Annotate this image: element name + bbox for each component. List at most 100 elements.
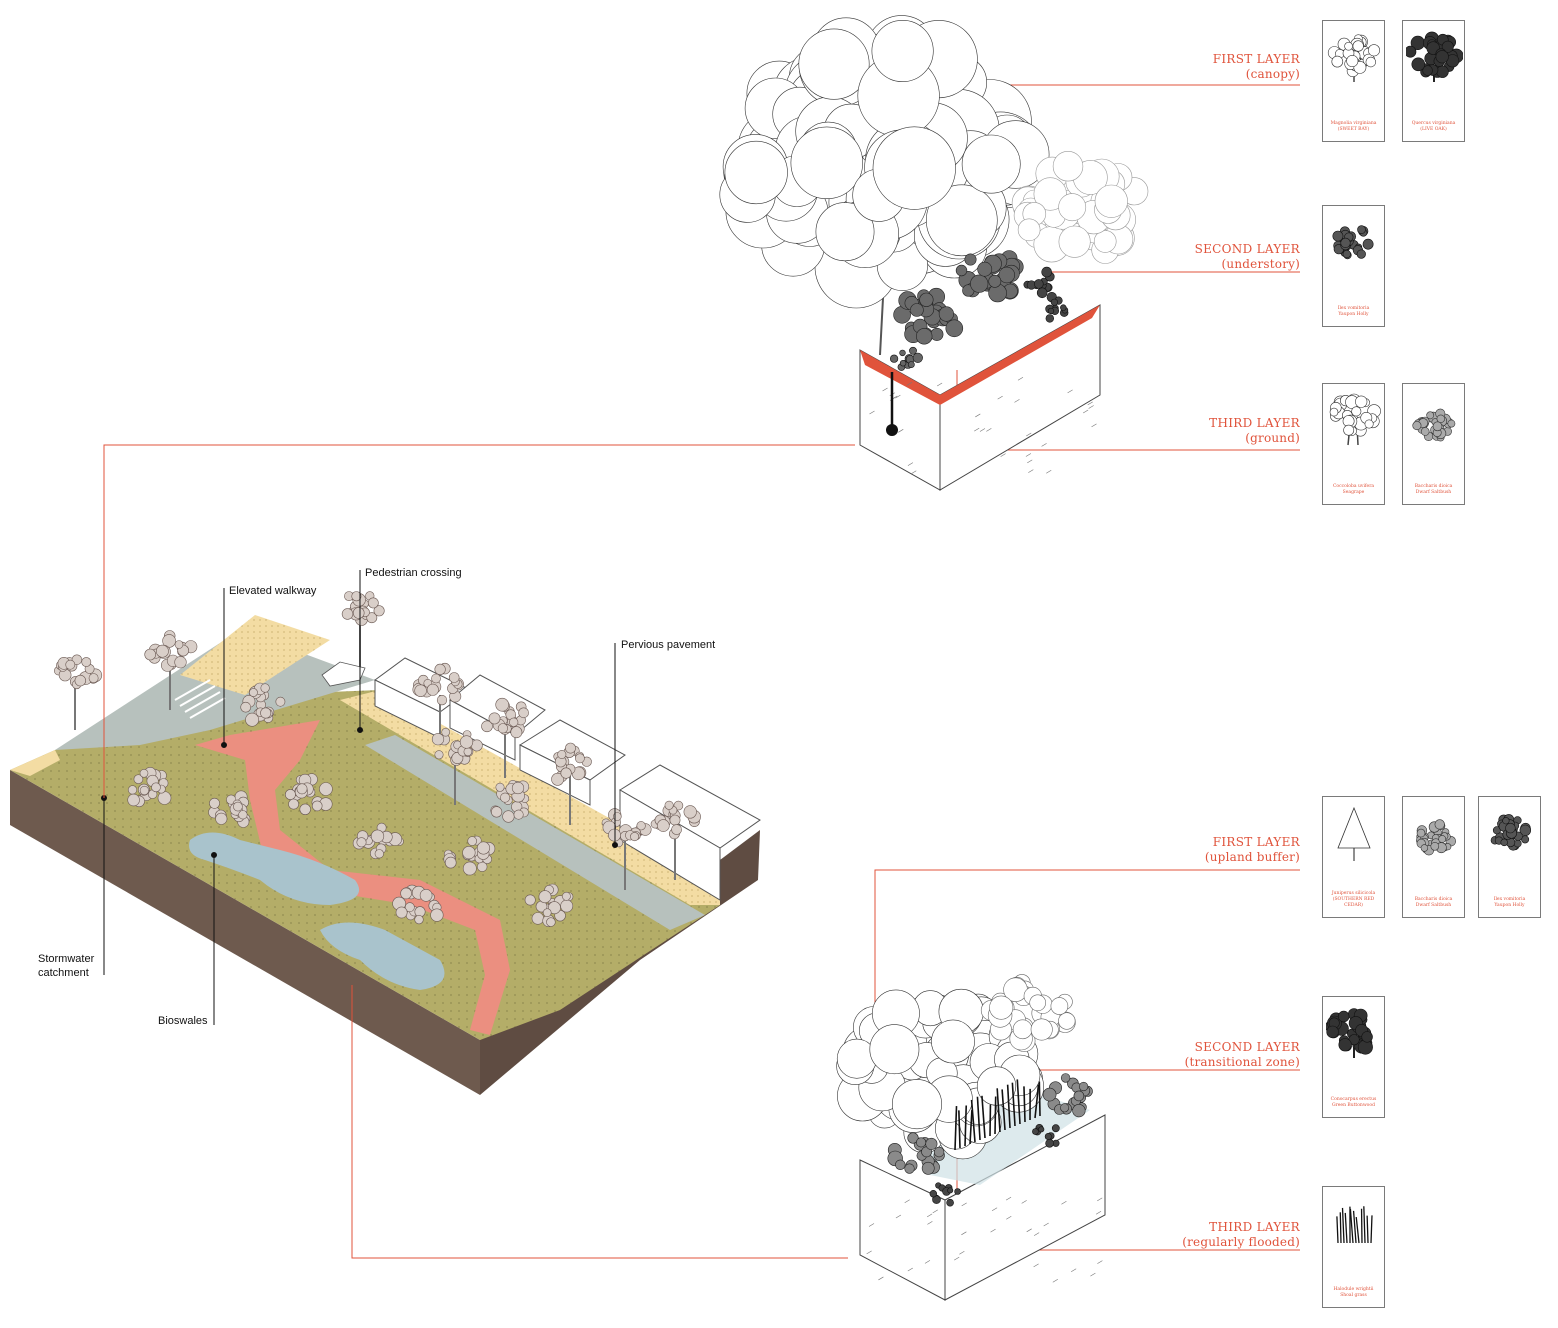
site-trees [53,591,701,927]
upper-layer-first: FIRST LAYER (canopy) [1213,52,1300,82]
shrub-round-icon [1332,225,1374,260]
layer-subtitle: (transitional zone) [1184,1055,1300,1069]
crosswalk [174,679,226,719]
card-common-name: Seagrape [1342,490,1365,495]
shrub-icon [1412,408,1456,442]
card-common-name: Yaupon Holly [1338,312,1369,317]
site-leader-lines [101,570,618,1025]
sand-strip [10,750,60,776]
site-tree [431,727,483,805]
shrub-icon [1415,819,1456,856]
lower-layer-first: FIRST LAYER (upland buffer) [1205,835,1300,865]
side-road [365,735,705,930]
stormwater-line-1: Stormwater [38,953,95,965]
card-species: Conocarpus erectus [1330,1097,1377,1102]
label-bioswales: Bioswales [158,1015,208,1027]
layer-subtitle: (upland buffer) [1204,850,1300,864]
site-tree [127,766,172,808]
site-tree [53,654,103,730]
card-common-name: Yaupon Holly [1494,903,1525,908]
site-tree [352,822,404,860]
label-pervious-pavement: Pervious pavement [621,639,716,651]
site-tree [601,808,652,890]
layer-title: THIRD LAYER [1209,1220,1300,1234]
site-tree [392,884,444,925]
plant-card-red-cedar: Juniperus silicicola(SOUTHERN RED CEDAR) [1322,796,1385,918]
site-tree [481,697,529,778]
back-sidewalk [180,615,330,695]
buttonwood-icon [1326,1008,1373,1058]
card-common-name: (SOUTHERN RED CEDAR) [1332,897,1375,908]
layer-subtitle: (canopy) [1245,67,1300,81]
site-tree [490,779,530,823]
site-tree [551,742,592,825]
upper-soil-block [859,304,1101,491]
card-species: Juniperus silicicola [1331,891,1376,896]
bioswale-pond-2 [320,922,445,990]
layer-subtitle: (ground) [1245,431,1300,445]
grass-icon [1336,1206,1373,1244]
card-species: Coccoloba uvifera [1332,484,1375,489]
card-common-name: (LIVE OAK) [1420,127,1447,132]
lower-vegetation [836,974,1093,1207]
card-common-name: Dwarf Saltbush [1415,903,1452,908]
site-tree [144,630,198,710]
live-oak-icon [1406,31,1463,82]
site-tree [284,773,333,815]
label-stormwater-catchment: Stormwater catchment [38,952,94,980]
card-species: Baccharis dioica [1414,897,1453,902]
card-common-name: Shoal grass [1340,1293,1367,1298]
stormwater-line-2: catchment [38,967,89,979]
site-tree [524,883,574,927]
site-tree [208,790,251,828]
card-common-name: Green Buttonwood [1332,1103,1375,1108]
shrub-round-icon [1490,814,1531,851]
card-species: Magnolia virginiana [1330,121,1377,126]
layer-subtitle: (regularly flooded) [1182,1235,1300,1249]
site-tree [412,662,464,745]
site-ground-surface [10,690,720,1040]
cedar-icon [1337,806,1371,861]
card-common-name: (SWEET BAY) [1337,127,1370,132]
plant-card-live-oak: Quercus virginiana(LIVE OAK) [1402,20,1465,142]
elevated-walkway-path [195,720,510,1035]
label-elevated-walkway: Elevated walkway [229,585,317,597]
upper-vegetation [719,15,1149,371]
layer-title: SECOND LAYER [1194,1040,1300,1054]
seagrape-icon [1329,393,1381,446]
card-species: Baccharis dioica [1414,484,1453,489]
layer-subtitle: (understory) [1221,257,1300,271]
layer-title: THIRD LAYER [1209,416,1300,430]
parked-car [321,661,366,687]
layer-title: FIRST LAYER [1212,835,1300,849]
card-species: Ilex vomitoria [1337,306,1370,311]
upper-layer-third: THIRD LAYER (ground) [1209,416,1300,446]
site-tree [341,591,385,670]
lower-layer-second: SECOND LAYER (transitional zone) [1185,1040,1300,1070]
card-species: Quercus virginiana [1411,121,1456,126]
site-tree [240,682,286,727]
layer-title: FIRST LAYER [1212,52,1300,66]
tree-canopy-icon [1327,34,1380,82]
card-common-name: Dwarf Saltbush [1415,490,1452,495]
lower-layer-third: THIRD LAYER (regularly flooded) [1182,1220,1300,1250]
upper-layer-second: SECOND LAYER (understory) [1195,242,1300,272]
site-tree [650,800,701,880]
card-species: Halodule wrightii [1333,1287,1374,1292]
card-species: Ilex vomitoria [1493,897,1526,902]
bioswale-pond-1 [189,832,360,905]
label-pedestrian-crossing: Pedestrian crossing [365,567,462,579]
plant-card-sweet-bay: Magnolia virginiana(SWEET BAY) [1322,20,1385,142]
layer-title: SECOND LAYER [1194,242,1300,256]
soil-front-face [10,770,480,1095]
site-tree [443,835,496,876]
